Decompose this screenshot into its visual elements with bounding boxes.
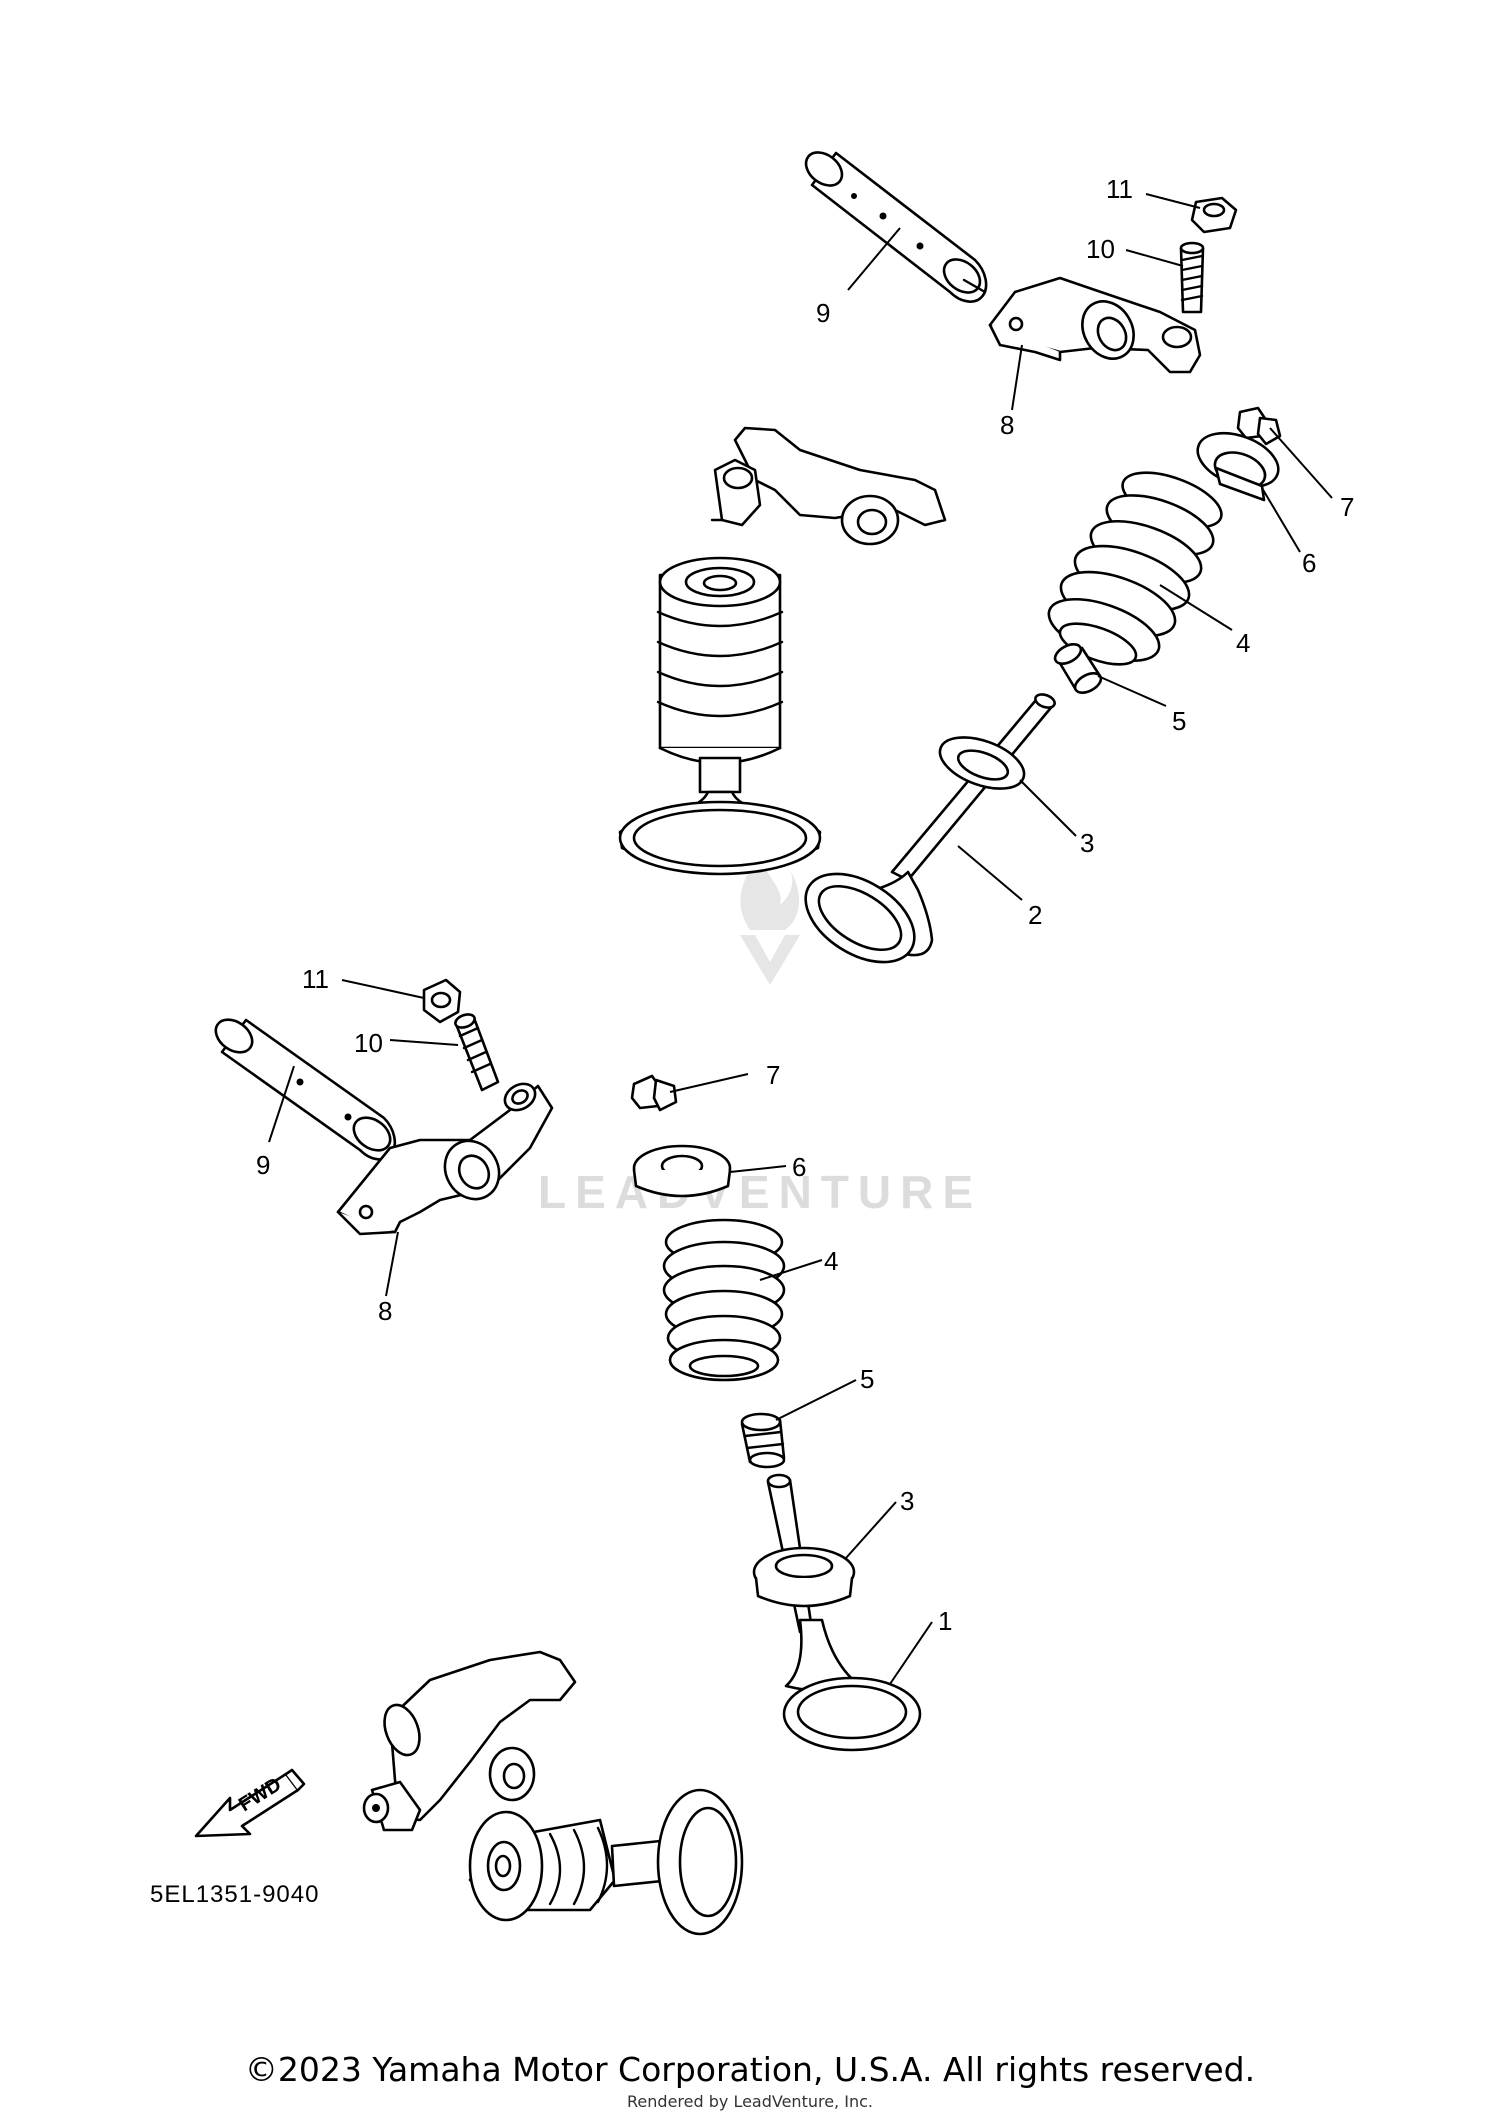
lower-adjusting-screw bbox=[454, 1013, 500, 1092]
callout-upper-5: 5 bbox=[1172, 706, 1186, 736]
callout-numbers: 11 10 9 8 7 6 4 5 3 2 11 10 9 8 7 6 4 5 … bbox=[256, 174, 1354, 1636]
callout-lower-4: 4 bbox=[824, 1246, 838, 1276]
callout-upper-8: 8 bbox=[1000, 410, 1014, 440]
callout-upper-2: 2 bbox=[1028, 900, 1042, 930]
callout-upper-6: 6 bbox=[1302, 548, 1316, 578]
callout-upper-9: 9 bbox=[816, 298, 830, 328]
lower-lock-nut bbox=[422, 978, 462, 1024]
copyright-notice: ©2023 Yamaha Motor Corporation, U.S.A. A… bbox=[244, 2050, 1256, 2089]
callout-leaders bbox=[268, 193, 1333, 1685]
callout-lower-9: 9 bbox=[256, 1150, 270, 1180]
lower-rocker-arm bbox=[336, 1082, 554, 1236]
watermark-text: LEADVENTURE bbox=[538, 1166, 982, 1218]
lower-intake-valve bbox=[766, 1473, 922, 1752]
callout-upper-7: 7 bbox=[1340, 492, 1354, 522]
callout-lower-10: 10 bbox=[354, 1028, 383, 1058]
callout-upper-11: 11 bbox=[1106, 174, 1133, 204]
lower-stem-seal bbox=[740, 1412, 786, 1469]
lower-valve-cotters bbox=[630, 1074, 678, 1112]
upper-stem-seal bbox=[1053, 643, 1103, 694]
lower-exhaust-valve-assembly bbox=[468, 1788, 744, 1936]
lower-rocker-shaft bbox=[214, 1018, 397, 1161]
callout-lower-1: 1 bbox=[938, 1606, 952, 1636]
upper-valve-spring bbox=[1047, 471, 1223, 666]
upper-rocker-arm-left bbox=[710, 426, 947, 546]
lower-spring-retainer bbox=[632, 1144, 732, 1198]
lower-valve-spring bbox=[662, 1218, 786, 1382]
upper-rocker-shaft bbox=[804, 151, 988, 303]
upper-intake-valve bbox=[804, 693, 1056, 964]
upper-adjusting-screw bbox=[1179, 241, 1205, 314]
callout-upper-10: 10 bbox=[1086, 234, 1115, 264]
callout-lower-3: 3 bbox=[900, 1486, 914, 1516]
upper-left-valve-assembly bbox=[618, 556, 822, 876]
upper-spring-seat bbox=[938, 736, 1026, 790]
callout-lower-6: 6 bbox=[792, 1152, 806, 1182]
callout-lower-7: 7 bbox=[766, 1060, 780, 1090]
lower-spring-seat bbox=[752, 1546, 856, 1608]
rendered-by-notice: Rendered by LeadVenture, Inc. bbox=[627, 2092, 873, 2111]
upper-valve-cotters bbox=[1236, 406, 1282, 446]
callout-upper-4: 4 bbox=[1236, 628, 1250, 658]
upper-spring-retainer bbox=[1196, 431, 1280, 502]
callout-upper-3: 3 bbox=[1080, 828, 1094, 858]
callout-lower-5: 5 bbox=[860, 1364, 874, 1394]
fwd-arrow-indicator: FWD bbox=[194, 1768, 306, 1838]
part-code-label: 5EL1351-9040 bbox=[150, 1881, 319, 1908]
upper-lock-nut bbox=[1190, 196, 1238, 234]
callout-lower-8: 8 bbox=[378, 1296, 392, 1326]
upper-rocker-arm-right bbox=[988, 276, 1202, 374]
callout-lower-11: 11 bbox=[302, 964, 329, 994]
lower-rocker-arm-left bbox=[362, 1650, 577, 1832]
